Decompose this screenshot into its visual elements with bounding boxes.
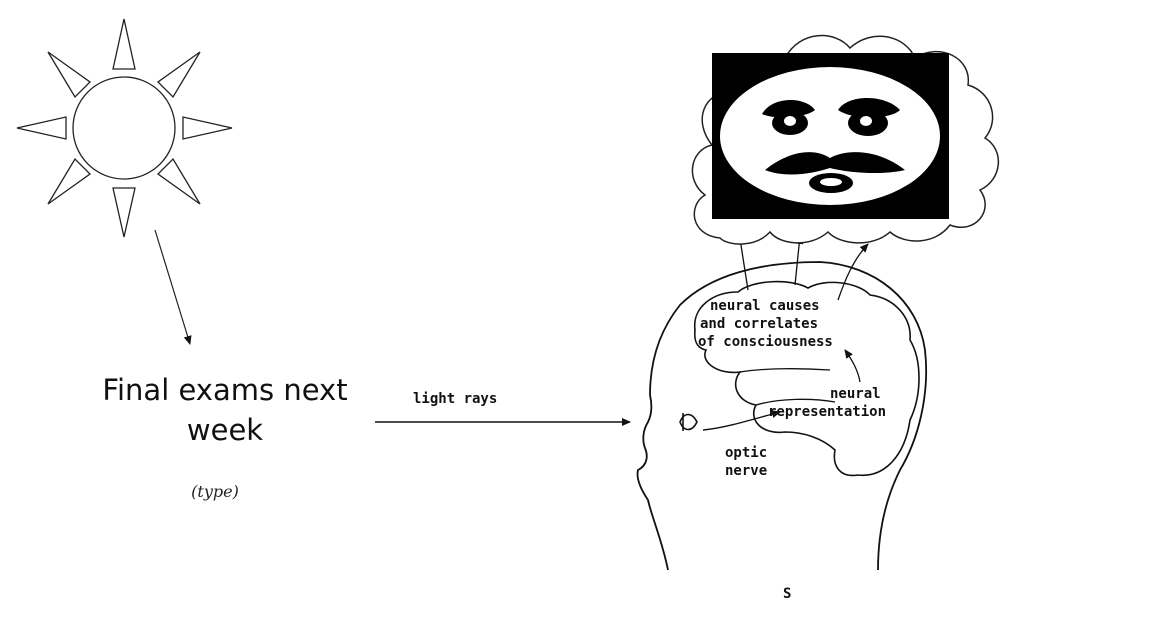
- neural-causes-label-line2: and correlates: [700, 316, 818, 332]
- optic-nerve-label-line2: nerve: [725, 463, 767, 479]
- head-outline: [636, 261, 928, 571]
- subject-label: S: [783, 586, 791, 602]
- light-rays-label: light rays: [413, 391, 497, 407]
- neural-causes-label-line1: neural causes: [710, 298, 820, 314]
- representation-arrow: [844, 349, 861, 383]
- face-icon: [712, 53, 949, 219]
- eye-icon: [679, 413, 698, 431]
- caption-type-note: (type): [191, 482, 239, 501]
- sun-icon: [16, 18, 233, 238]
- sun-to-caption-arrow: [154, 229, 192, 345]
- neural-causes-label-line3: of consciousness: [698, 334, 833, 350]
- consciousness-arrow-3: [837, 243, 869, 301]
- brain-fold-1: [739, 368, 831, 373]
- neural-representation-label-line2: representation: [768, 404, 886, 420]
- optic-nerve-label-line1: optic: [725, 445, 767, 461]
- brain-fold-2: [755, 398, 836, 406]
- caption-text: Final exams next week: [102, 373, 348, 447]
- neural-representation-label-line1: neural: [830, 386, 881, 402]
- consciousness-arrow-2: [794, 235, 804, 286]
- optic-nerve-arrow: [702, 410, 781, 431]
- brain-outline: [693, 280, 920, 477]
